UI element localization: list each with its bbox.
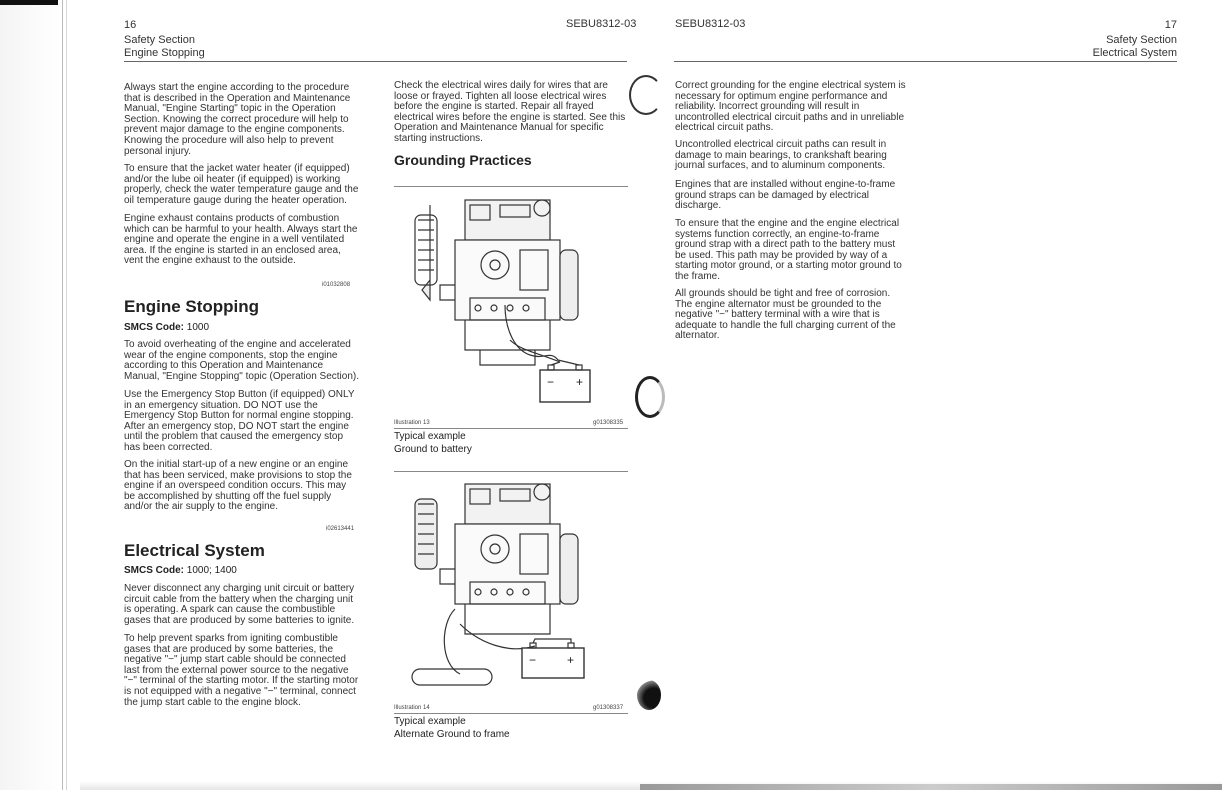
illustration-label: Illustration 13 — [394, 420, 430, 426]
paragraph: To ensure that the engine and the engine… — [675, 218, 902, 282]
paragraph: To ensure that the jacket water heater (… — [124, 163, 359, 206]
left-page-number: 16 — [124, 19, 137, 31]
paragraph: Uncontrolled electrical circuit paths ca… — [675, 139, 887, 172]
paragraph: Use the Emergency Stop Button (if equipp… — [124, 389, 355, 453]
illustration-label: Illustration 14 — [394, 705, 430, 711]
heading-grounding-practices: Grounding Practices — [394, 152, 532, 168]
scan-gutter-line — [62, 0, 63, 790]
heading-electrical-system: Electrical System — [124, 541, 265, 560]
paragraph: On the initial start-up of a new engine … — [124, 459, 352, 513]
battery-minus-icon: − — [547, 375, 554, 389]
paragraph: To avoid overheating of the engine and a… — [124, 339, 360, 382]
right-section-title: Safety Section — [1106, 34, 1177, 46]
scan-gutter-line — [66, 0, 67, 790]
engine-illustration-ground-to-frame: − + — [411, 483, 585, 686]
scan-corner-mark — [0, 0, 58, 5]
scan-binding-edge — [0, 0, 60, 790]
paragraph: To help prevent sparks from igniting com… — [124, 633, 359, 708]
paragraph: Engine exhaust contains products of comb… — [124, 213, 358, 267]
scan-bottom-edge — [640, 784, 1222, 790]
paragraph: Correct grounding for the engine electri… — [675, 80, 906, 134]
battery-minus-icon: − — [529, 653, 536, 667]
engine-illustration-ground-to-battery: − + — [414, 199, 591, 403]
paragraph: Never disconnect any charging unit circu… — [124, 583, 355, 626]
paragraph: Always start the engine according to the… — [124, 82, 351, 157]
left-section-subtitle: Engine Stopping — [124, 47, 205, 59]
left-doc-code: SEBU8312-03 — [566, 18, 637, 30]
figure-rule — [394, 428, 628, 429]
binder-hole — [635, 376, 665, 418]
right-page-number: 17 — [1164, 19, 1177, 31]
battery-plus-icon: + — [567, 653, 574, 667]
battery-plus-icon: + — [576, 375, 583, 389]
reference-id: i01032808 — [322, 282, 351, 288]
binder-hole — [629, 75, 663, 115]
figure-rule — [394, 471, 628, 472]
illustration-code: g01308337 — [593, 705, 624, 711]
figure-caption: Typical example — [394, 431, 466, 442]
left-header-rule — [124, 61, 627, 62]
figure-caption: Typical example — [394, 716, 466, 727]
heading-engine-stopping: Engine Stopping — [124, 297, 260, 316]
paragraph: Check the electrical wires daily for wir… — [394, 80, 626, 144]
right-header-rule — [674, 61, 1177, 62]
figure-caption: Ground to battery — [394, 444, 472, 455]
figure-rule — [394, 713, 628, 714]
smcs-code: SMCS Code: 1000 — [124, 322, 210, 333]
binder-hole — [637, 680, 661, 710]
illustration-code: g01308335 — [593, 420, 624, 426]
smcs-code: SMCS Code: 1000; 1400 — [124, 565, 237, 576]
reference-id: i02613441 — [326, 526, 355, 532]
paragraph: Engines that are installed without engin… — [675, 179, 896, 212]
figure-rule — [394, 186, 628, 187]
figure-caption: Alternate Ground to frame — [394, 729, 510, 740]
right-section-subtitle: Electrical System — [1092, 47, 1177, 59]
right-doc-code: SEBU8312-03 — [675, 18, 746, 30]
paragraph: All grounds should be tight and free of … — [675, 288, 896, 342]
left-section-title: Safety Section — [124, 34, 195, 46]
